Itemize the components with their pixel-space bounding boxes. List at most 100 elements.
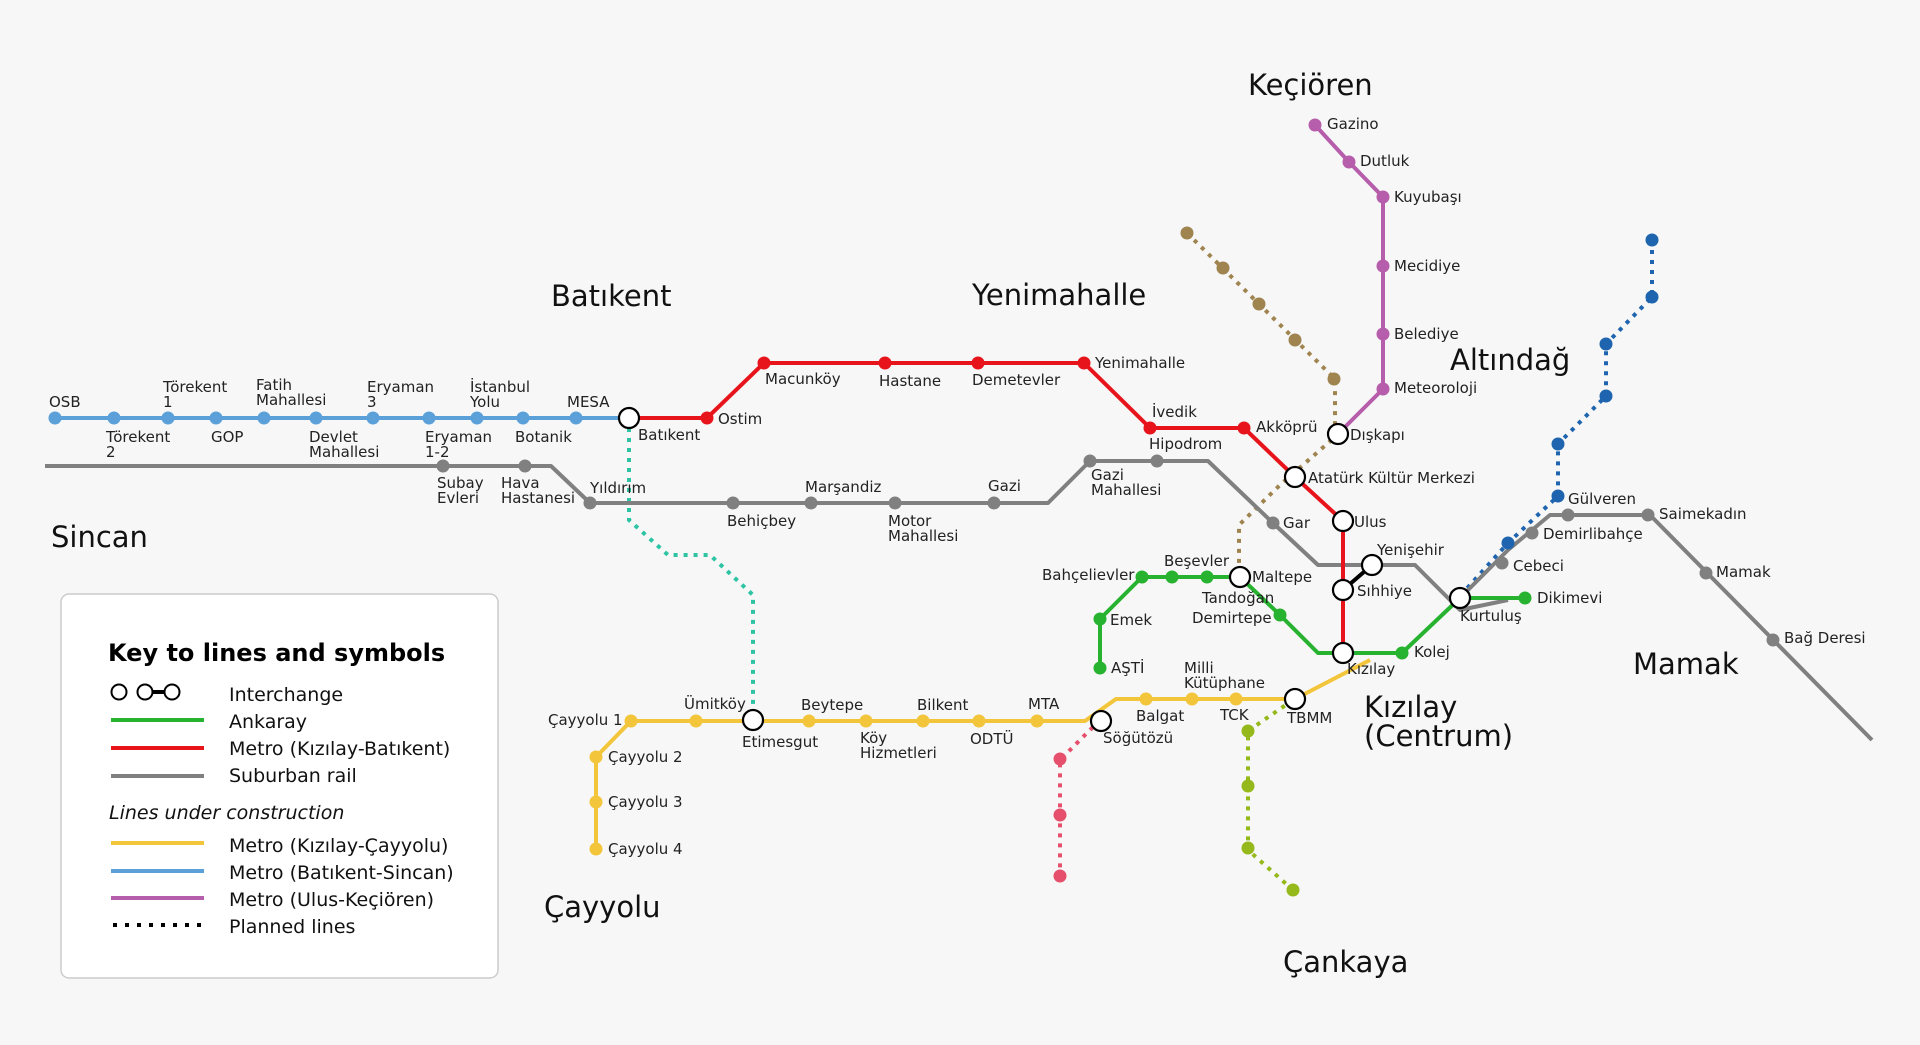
station-dot-botanik[interactable]	[516, 411, 530, 425]
station-dot-akkopru[interactable]	[1237, 421, 1251, 435]
planned-line-brown	[1185, 231, 1337, 564]
station-dot-mta[interactable]	[1030, 714, 1044, 728]
station-dot-behicbey[interactable]	[726, 496, 740, 510]
label-torekent1-b: 1	[163, 393, 173, 411]
station-dot-cebeci[interactable]	[1495, 556, 1509, 570]
legend-interchange: Interchange	[229, 684, 343, 706]
station-dot-tck[interactable]	[1229, 692, 1243, 706]
station-dot-asti[interactable]	[1093, 661, 1107, 675]
label-eryaman3-a: Eryaman	[367, 378, 434, 396]
station-dot-bagderesi[interactable]	[1766, 633, 1780, 647]
interchange-sihhiye[interactable]	[1331, 578, 1355, 602]
interchange-batikent[interactable]	[617, 406, 641, 430]
interchange-kizilay[interactable]	[1331, 641, 1355, 665]
interchange-ulus[interactable]	[1331, 509, 1355, 533]
station-dot-gar[interactable]	[1266, 516, 1280, 530]
district-altindag: Altındağ	[1450, 343, 1570, 377]
interchange-etimesgut[interactable]	[741, 708, 765, 732]
label-umitkoy: Ümitköy	[684, 694, 746, 713]
station-dot-mecidiye[interactable]	[1376, 259, 1390, 273]
station-dot-osb[interactable]	[48, 411, 62, 425]
planned-dot-darkblue-3	[1599, 337, 1613, 351]
station-dot-kuyubasi[interactable]	[1376, 190, 1390, 204]
station-dot-gazino[interactable]	[1308, 118, 1322, 132]
station-dot-besevler2[interactable]	[1200, 570, 1214, 584]
label-gazimah-a: Gazi	[1091, 466, 1124, 484]
station-dot-macunkoy[interactable]	[757, 356, 771, 370]
label-bagderesi: Bağ Deresi	[1784, 629, 1866, 647]
station-dot-saimekadin[interactable]	[1641, 508, 1655, 522]
station-dot-gazi[interactable]	[987, 496, 1001, 510]
station-dot-emek[interactable]	[1093, 612, 1107, 626]
station-dot-marsandiz[interactable]	[804, 496, 818, 510]
station-dot-hipodrom[interactable]	[1150, 454, 1164, 468]
station-dot-bahcelievler[interactable]	[1135, 570, 1149, 584]
station-dot-odtu[interactable]	[972, 714, 986, 728]
station-dot-mamak[interactable]	[1699, 566, 1713, 580]
interchange-yenisehir[interactable]	[1360, 553, 1384, 577]
interchange-diskapi[interactable]	[1326, 422, 1350, 446]
label-dikimevi: Dikimevi	[1537, 589, 1602, 607]
label-cayyolu1: Çayyolu 1	[548, 711, 623, 729]
station-dot-cayyolu3[interactable]	[589, 795, 603, 809]
station-dot-hava[interactable]	[518, 459, 532, 473]
station-dot-fatih[interactable]	[257, 411, 271, 425]
label-gazino: Gazino	[1327, 115, 1379, 133]
station-dot-devlet[interactable]	[309, 411, 323, 425]
station-dot-mesa[interactable]	[569, 411, 583, 425]
station-dot-koy[interactable]	[859, 714, 873, 728]
station-dot-ostim[interactable]	[700, 411, 714, 425]
station-dot-meteoroloji[interactable]	[1376, 382, 1390, 396]
interchange-sogutozu[interactable]	[1089, 709, 1113, 733]
planned-dot-brown-3	[1252, 297, 1266, 311]
station-dot-subay[interactable]	[436, 459, 450, 473]
station-dot-balgat[interactable]	[1139, 692, 1153, 706]
district-mamak: Mamak	[1633, 647, 1739, 681]
station-dot-umitkoy[interactable]	[689, 714, 703, 728]
label-akkopru: Akköprü	[1256, 418, 1317, 436]
station-dot-istanbul[interactable]	[470, 411, 484, 425]
station-dot-bilkent[interactable]	[916, 714, 930, 728]
station-dot-belediye[interactable]	[1376, 327, 1390, 341]
station-dot-yildirim[interactable]	[583, 496, 597, 510]
station-dot-gulveren[interactable]	[1561, 508, 1575, 522]
station-dot-gop[interactable]	[209, 411, 223, 425]
label-yenisehir: Yenişehir	[1376, 541, 1445, 559]
planned-dot-lime-4	[1286, 883, 1300, 897]
station-dot-cayyolu1[interactable]	[624, 714, 638, 728]
interchange-maltepe[interactable]	[1228, 565, 1252, 589]
interchange-kurtulus[interactable]	[1448, 586, 1472, 610]
label-ostim: Ostim	[718, 410, 762, 428]
station-dot-torekent2[interactable]	[107, 411, 121, 425]
label-kurtulus: Kurtuluş	[1460, 607, 1522, 625]
station-dot-cayyolu2[interactable]	[589, 750, 603, 764]
station-dot-hastane[interactable]	[878, 356, 892, 370]
station-dot-ivedik[interactable]	[1143, 421, 1157, 435]
planned-dot-pink-2	[1053, 808, 1067, 822]
station-dot-yenimahalle[interactable]	[1077, 356, 1091, 370]
station-dot-milli[interactable]	[1185, 692, 1199, 706]
station-dot-demetevler[interactable]	[971, 356, 985, 370]
station-dot-eryaman3[interactable]	[366, 411, 380, 425]
label-asti: AŞTİ	[1111, 658, 1144, 677]
station-dot-demirlibahce[interactable]	[1525, 526, 1539, 540]
station-dot-kolej[interactable]	[1395, 646, 1409, 660]
label-tck: TCK	[1219, 706, 1250, 724]
interchange-akm[interactable]	[1283, 465, 1307, 489]
station-dot-demirtepe[interactable]	[1273, 608, 1287, 622]
line-suburban-west	[45, 459, 1509, 612]
label-kizilay: Kızılay	[1347, 660, 1395, 678]
station-dot-gazimah[interactable]	[1083, 454, 1097, 468]
station-dot-dikimevi[interactable]	[1518, 591, 1532, 605]
station-dot-cayyolu4[interactable]	[589, 842, 603, 856]
label-belediye: Belediye	[1394, 325, 1459, 343]
district-kizilay-centrum: (Centrum)	[1364, 719, 1513, 753]
station-dot-torekent1[interactable]	[161, 411, 175, 425]
station-dot-eryaman12[interactable]	[422, 411, 436, 425]
station-dot-motor[interactable]	[888, 496, 902, 510]
label-eryaman3-b: 3	[367, 393, 377, 411]
station-dot-beytepe[interactable]	[802, 714, 816, 728]
station-dot-besevler[interactable]	[1165, 570, 1179, 584]
station-dot-dutluk[interactable]	[1342, 155, 1356, 169]
interchange-tbmm[interactable]	[1283, 687, 1307, 711]
